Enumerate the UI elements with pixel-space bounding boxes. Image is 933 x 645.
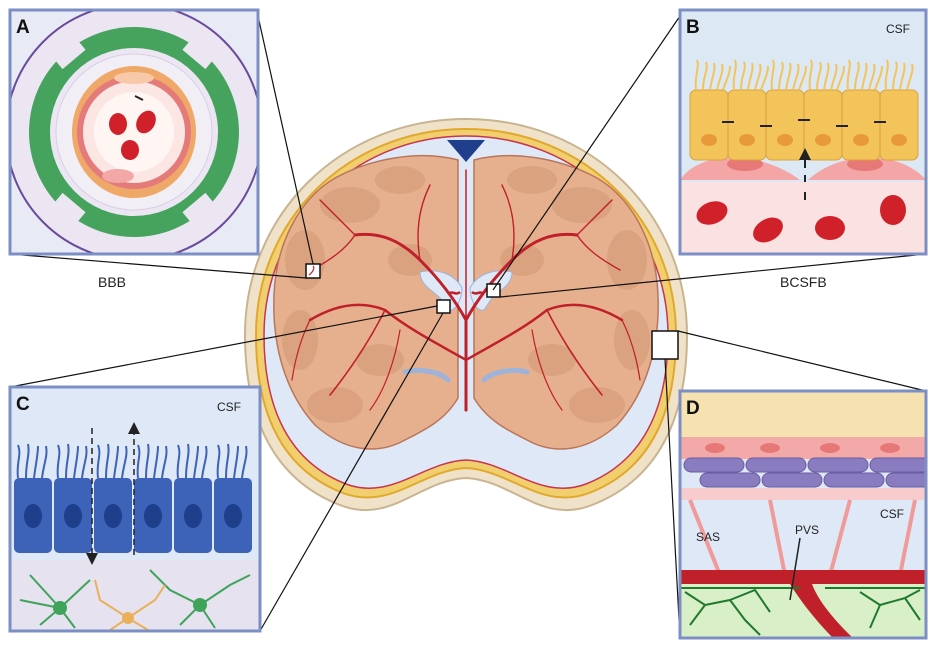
panel-d-pvs-label: PVS [795,523,819,537]
brain-coronal-section [245,119,687,510]
zoom-box-d [652,331,678,359]
bcsfb-label: BCSFB [780,274,827,290]
bbb-label: BBB [98,274,126,290]
red-blood-cell [121,140,139,160]
zoom-box-c [437,300,450,313]
panel-d-sas-label: SAS [696,530,720,544]
panel-c: CSF C [10,387,260,631]
panel-b-letter: B [686,17,700,38]
dura-layer [680,391,926,437]
pial-vessel [680,570,926,584]
panel-d: SAS PVS CSF D [680,391,933,640]
arachnoid-barrier-cells [684,458,933,487]
panel-b: CSF B [680,10,926,254]
panel-b-csf-label: CSF [886,22,910,36]
panel-d-csf-label: CSF [880,507,904,521]
panel-d-letter: D [686,398,700,419]
zoom-box-b [487,284,500,297]
panel-a: A [6,4,262,260]
panel-c-csf-label: CSF [217,400,241,414]
panel-c-letter: C [16,394,30,415]
choroid-epithelium [690,90,918,160]
panel-a-letter: A [16,17,30,38]
red-blood-cell [109,113,127,135]
